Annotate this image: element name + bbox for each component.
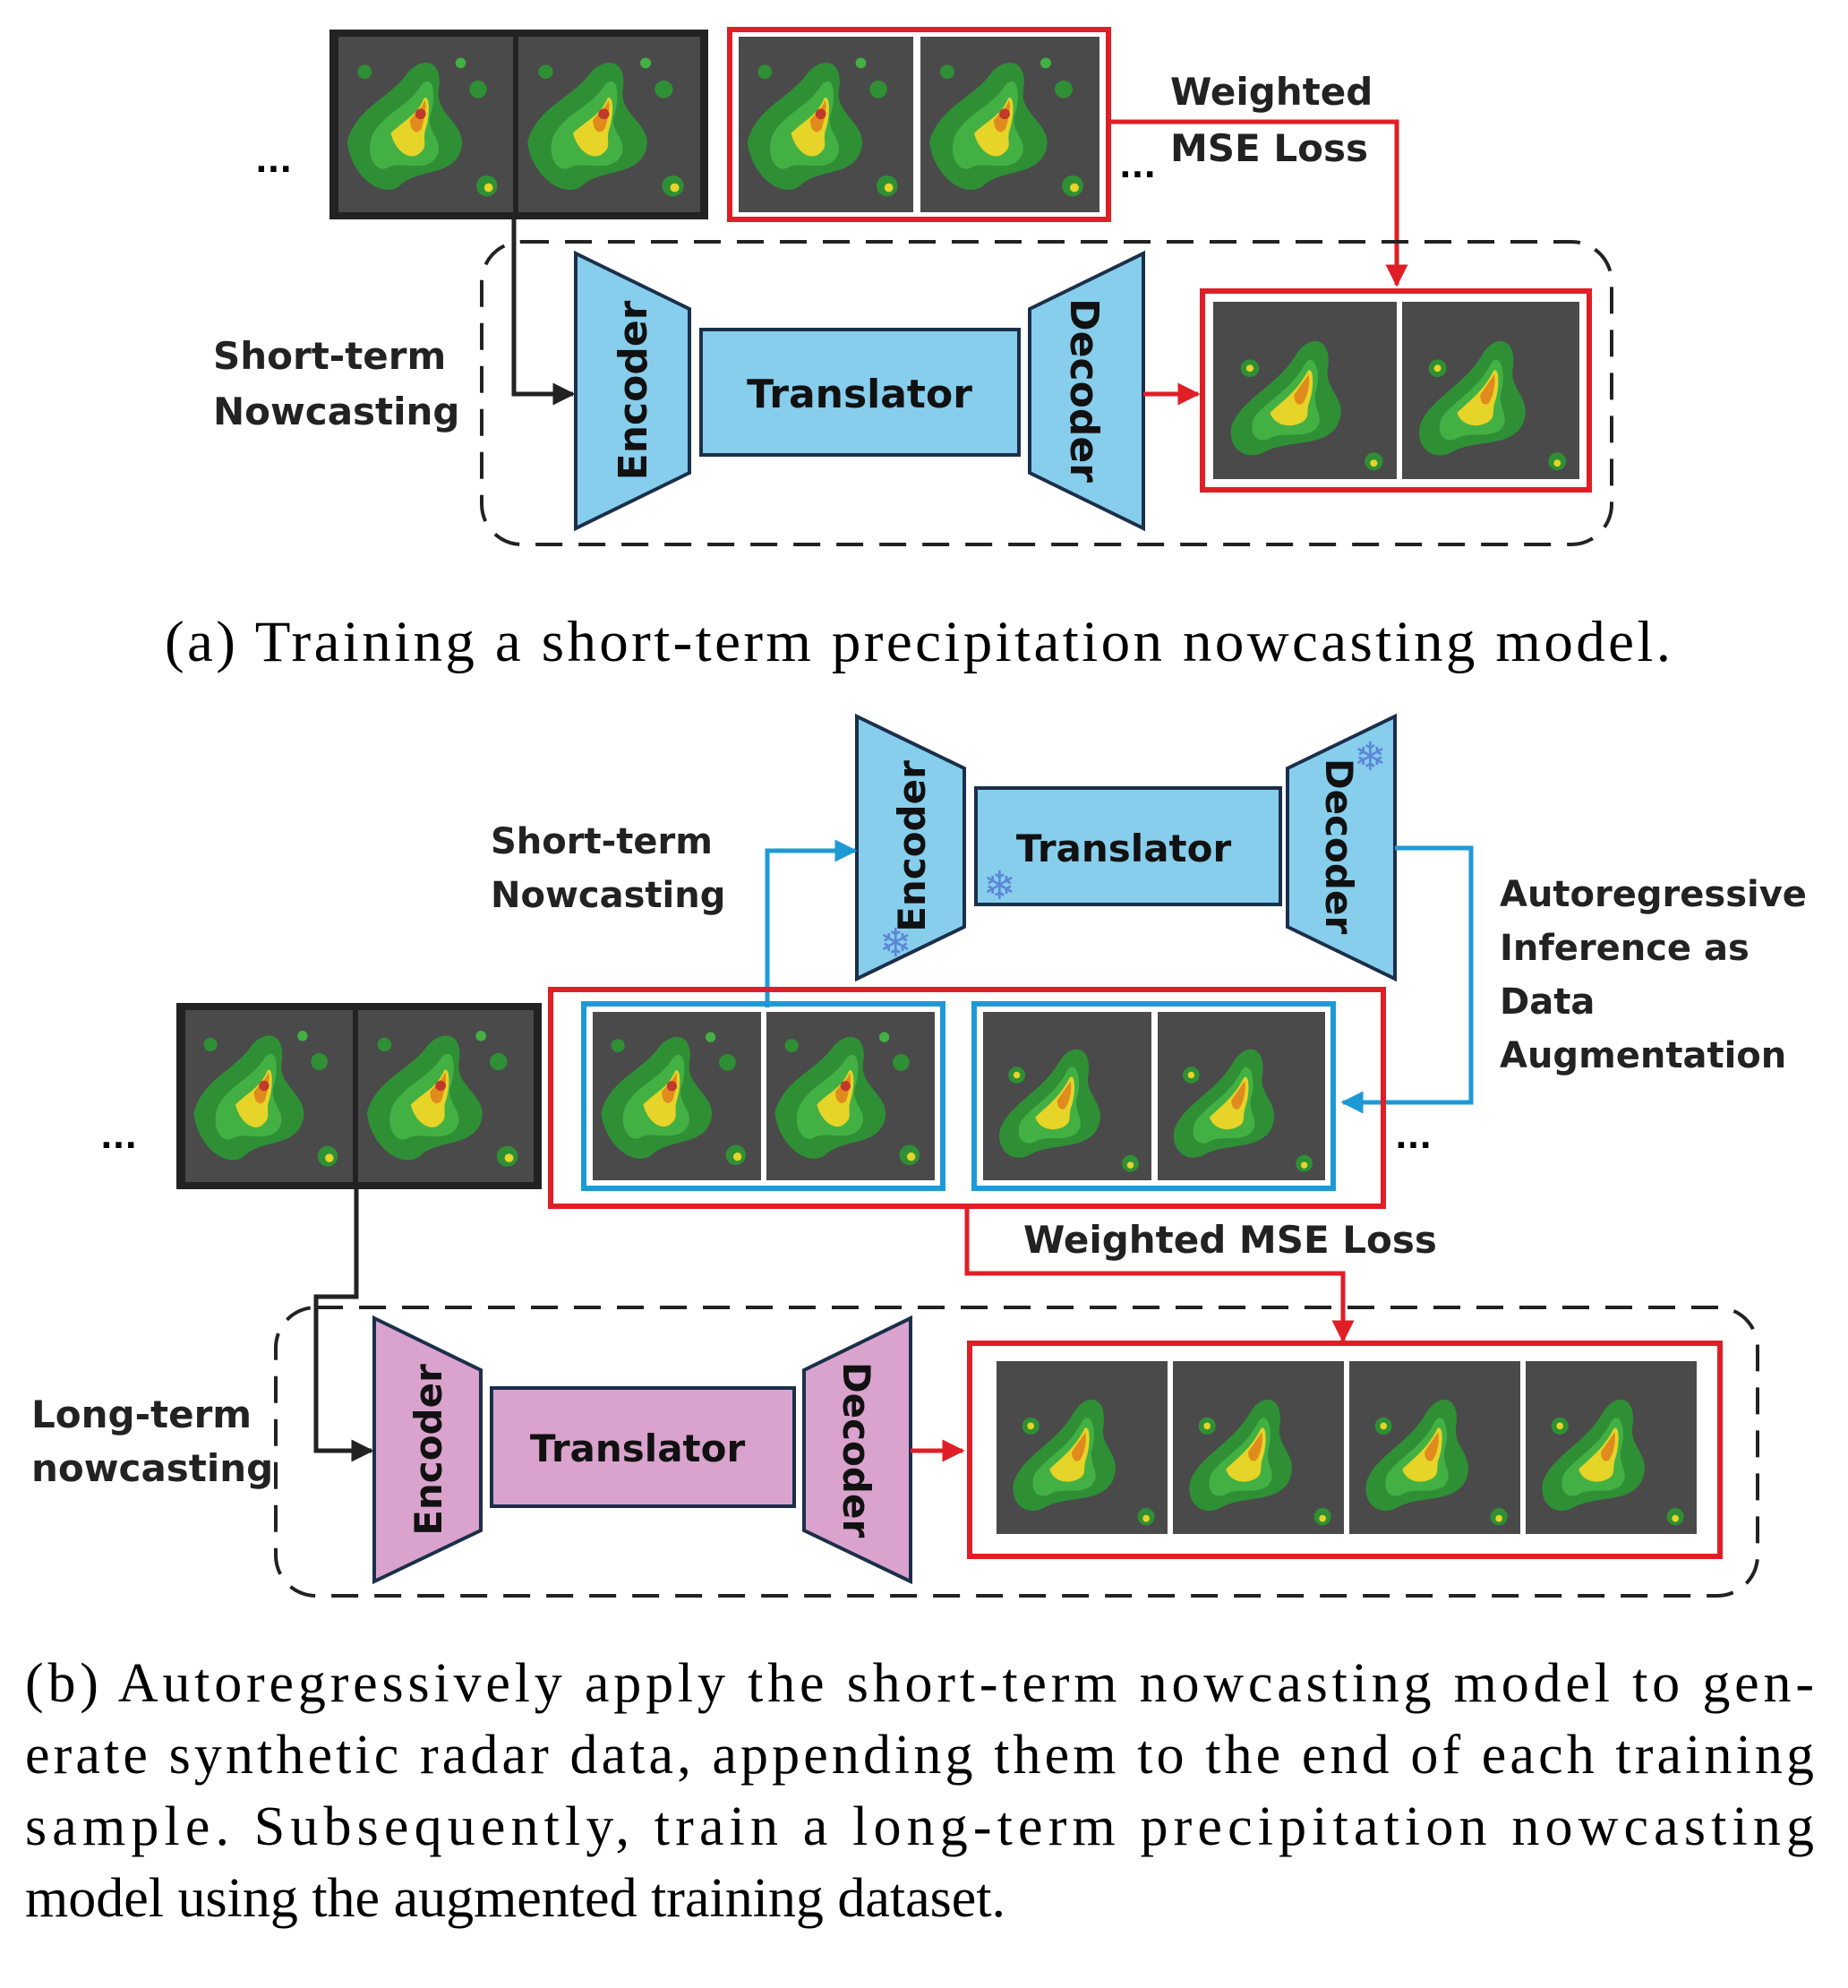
- snowflake-icon: ❄: [879, 921, 912, 966]
- panel-b: Encoder ❄ Translator ❄ Decoder ❄ Short-t…: [25, 713, 1814, 1929]
- input-frames-b: [176, 1003, 542, 1189]
- translator-shape: [699, 328, 1021, 457]
- caption-b-line4: model using the augmented training datas…: [25, 1868, 1005, 1929]
- short-label-b-line1: Short-term: [491, 821, 713, 862]
- encoder-shape: [372, 1315, 483, 1585]
- translator-block-a: Translator: [699, 328, 1021, 457]
- decoder-shape: [1028, 250, 1145, 532]
- translator-label-a: Translator: [747, 372, 972, 417]
- aug-label-line3: Data: [1500, 981, 1595, 1023]
- encoder-label-a: Encoder: [611, 300, 656, 480]
- radar-frame: [766, 1012, 935, 1180]
- target-frames-a: [727, 27, 1111, 222]
- to-short-term-arrow: [765, 839, 858, 1007]
- encoder-block-a: Encoder: [574, 250, 691, 532]
- radar-frame: [1349, 1361, 1520, 1534]
- target-frames-border: [727, 27, 1111, 222]
- ellipsis-right-b: ...: [1395, 1119, 1432, 1156]
- short-label-b-line2: Nowcasting: [491, 875, 725, 916]
- loss-arrow-a: [1108, 119, 1408, 287]
- radar-frame: [1158, 1012, 1325, 1180]
- predicted-frames-b: [967, 1341, 1723, 1559]
- translator-shape: [974, 786, 1282, 906]
- observed-frames-b: [581, 1001, 945, 1191]
- encoder-block-b-top: Encoder ❄: [855, 713, 966, 982]
- encoder-label-b-bottom: Encoder: [406, 1364, 450, 1536]
- side-label-a-line1: Short-term: [213, 334, 446, 378]
- input-arrow-b: [313, 1189, 374, 1462]
- caption-b-line2: erate synthetic radar data, appending th…: [25, 1725, 1814, 1786]
- predicted-frames-border: [1200, 288, 1592, 493]
- radar-frame: [1213, 302, 1397, 479]
- decoder-block-a: Decoder: [1028, 250, 1145, 532]
- short-term-model-container: [480, 240, 1613, 546]
- radar-frame: [997, 1361, 1168, 1534]
- encoder-shape: [574, 250, 691, 532]
- panel-a: ... ... Weighted MSE Loss Short-term Now…: [165, 27, 1671, 674]
- aug-label-line4: Augmentation: [1500, 1035, 1786, 1076]
- loss-label-a-line1: Weighted: [1170, 70, 1373, 114]
- radar-frame: [185, 1010, 353, 1182]
- input-frames-a: [329, 30, 708, 219]
- encoder-block-b-bottom: Encoder: [372, 1315, 483, 1585]
- translator-block-b-bottom: Translator: [490, 1386, 796, 1508]
- autoregressive-arrow: [1340, 845, 1474, 1114]
- decoder-shape: [802, 1315, 912, 1585]
- loss-label-a-line2: MSE Loss: [1170, 126, 1368, 170]
- translator-block-b-top: Translator ❄: [974, 786, 1282, 909]
- caption-b-line3: sample. Subsequently, train a long-term …: [25, 1796, 1814, 1857]
- predicted-frames-a: [1200, 288, 1592, 493]
- radar-frame: [338, 37, 513, 212]
- caption-b-line1: (b) Autoregressively apply the short-ter…: [25, 1653, 1814, 1714]
- radar-frame: [1402, 302, 1579, 479]
- predicted-frames-border: [967, 1341, 1723, 1559]
- synthetic-frames-border: [971, 1001, 1336, 1191]
- radar-frame: [739, 37, 913, 212]
- decoder-block-b-top: Decoder ❄: [1286, 713, 1397, 982]
- ellipsis-left-a: ...: [255, 143, 292, 180]
- radar-frame: [1526, 1361, 1697, 1534]
- aug-label-line2: Inference as: [1500, 928, 1750, 969]
- decoder-label-b-bottom: Decoder: [834, 1362, 878, 1538]
- ellipsis-left-b: ...: [100, 1119, 137, 1156]
- observed-frames-border: [581, 1001, 945, 1191]
- synthetic-frames-b: [971, 1001, 1336, 1191]
- snowflake-icon: ❄: [983, 863, 1016, 909]
- decoder-label-a: Decoder: [1061, 298, 1107, 483]
- radar-frame: [1173, 1361, 1344, 1534]
- radar-frame: [593, 1012, 761, 1180]
- aug-label-line1: Autoregressive: [1500, 874, 1807, 915]
- translator-shape: [490, 1386, 796, 1508]
- long-term-model-container: [274, 1306, 1759, 1598]
- radar-frame: [920, 37, 1099, 212]
- radar-frame: [518, 37, 700, 212]
- radar-frame: [358, 1010, 534, 1182]
- encoder-label-b-top: Encoder: [890, 760, 934, 932]
- decoder-shape: [1286, 713, 1397, 982]
- translator-label-b-bottom: Translator: [530, 1427, 746, 1470]
- ellipsis-mid-a: ...: [1119, 149, 1156, 185]
- snowflake-icon: ❄: [1354, 734, 1387, 780]
- encoder-shape: [855, 713, 966, 982]
- radar-frame: [983, 1012, 1151, 1180]
- caption-a: (a) Training a short-term precipitation …: [165, 610, 1671, 674]
- loss-label-b: Weighted MSE Loss: [1023, 1218, 1437, 1262]
- long-label-line2: nowcasting: [31, 1446, 273, 1490]
- loss-arrow-b: [964, 1206, 1355, 1343]
- long-label-line1: Long-term: [31, 1392, 252, 1436]
- decoder-block-b-bottom: Decoder: [802, 1315, 912, 1585]
- decoder-label-b-top: Decoder: [1317, 758, 1361, 935]
- input-arrow-a: [511, 219, 576, 406]
- side-label-a-line2: Nowcasting: [213, 390, 459, 433]
- translator-label-b-top: Translator: [1016, 827, 1232, 870]
